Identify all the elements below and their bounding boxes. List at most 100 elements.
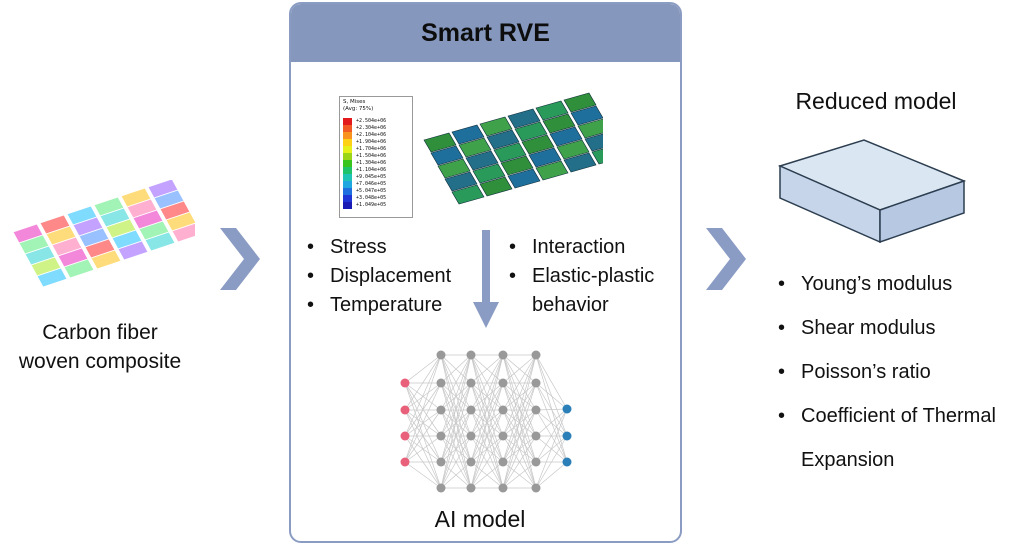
ai-model-label: AI model: [434, 506, 526, 532]
bullet-shear-modulus: Shear modulus: [778, 306, 996, 350]
legend-row: +9.045e+05: [343, 174, 386, 181]
panel-header: Smart RVE: [291, 4, 680, 62]
woven-composite-image: [12, 180, 195, 288]
legend-title-line-2: (Avg: 75%): [343, 106, 374, 112]
bullet-poissons-ratio: Poisson’s ratio: [778, 350, 996, 394]
mesh-tile: [479, 116, 513, 137]
legend-value: +2.104e+06: [356, 132, 387, 138]
legend-row: +1.904e+06: [343, 139, 386, 146]
legend-value: +1.904e+06: [356, 139, 387, 145]
mesh-tile: [563, 152, 597, 173]
mesh-tile: [584, 133, 603, 152]
nn-node: [436, 350, 446, 360]
nn-node: [400, 378, 410, 388]
mesh-tile: [542, 113, 576, 134]
nn-node: [531, 350, 541, 360]
weave-tile: [171, 222, 195, 243]
legend-value: +2.504e+06: [356, 118, 387, 124]
caption-line-1: Carbon fiber: [42, 321, 158, 344]
nn-node: [498, 431, 508, 441]
bullet-behavior-continued: behavior: [532, 294, 609, 316]
nn-node: [498, 457, 508, 467]
nn-node: [436, 457, 446, 467]
nn-node: [498, 405, 508, 415]
mesh-tile: [535, 100, 569, 121]
bullet-cte-continued: Expansion: [801, 449, 895, 471]
legend-row: +1.049e+05: [343, 202, 386, 209]
mesh-tile: [493, 142, 527, 163]
legend-value: +5.047e+05: [356, 188, 387, 194]
nn-node: [531, 431, 541, 441]
nn-node: [400, 431, 410, 441]
legend-swatch: [343, 153, 352, 160]
legend-swatch: [343, 174, 352, 181]
legend-swatch: [343, 118, 352, 125]
bullet-cte: Coefficient of Thermal: [778, 394, 996, 438]
legend-swatch: [343, 167, 352, 174]
mesh-tile: [444, 171, 478, 192]
bullets-properties: Young’s modulus Shear modulus Poisson’s …: [778, 262, 996, 482]
bullet-interaction: Interaction: [509, 233, 654, 262]
nn-node: [436, 431, 446, 441]
legend-value: +3.048e+05: [356, 195, 387, 201]
reduced-model-slab: [778, 139, 967, 244]
mesh-tile: [472, 163, 506, 184]
nn-node: [436, 483, 446, 493]
legend-value: +2.304e+06: [356, 125, 387, 131]
nn-node: [498, 350, 508, 360]
mesh-tile: [577, 118, 603, 139]
legend-swatch: [343, 125, 352, 132]
nn-node: [531, 405, 541, 415]
mesh-tile: [486, 129, 520, 150]
left-caption: Carbon fiber woven composite: [0, 318, 200, 376]
nn-node: [466, 378, 476, 388]
weave-tile: [90, 249, 122, 270]
legend-swatch: [343, 160, 352, 167]
mesh-tile: [535, 160, 569, 181]
nn-node: [562, 431, 572, 441]
nn-node: [531, 483, 541, 493]
bullet-displacement: Displacement: [307, 262, 451, 291]
legend-value: +1.304e+06: [356, 160, 387, 166]
mesh-tile: [430, 145, 464, 166]
weave-tile: [165, 211, 195, 232]
nn-node: [466, 405, 476, 415]
legend-value: +7.046e+05: [356, 181, 387, 187]
nn-node: [498, 378, 508, 388]
nn-node: [466, 457, 476, 467]
weave-tile: [63, 258, 95, 279]
nn-node: [531, 457, 541, 467]
nn-node: [531, 378, 541, 388]
down-arrow-icon: [473, 230, 499, 328]
nn-node: [466, 431, 476, 441]
mesh-tile: [591, 148, 603, 165]
nn-node: [436, 378, 446, 388]
legend-value: +1.049e+05: [356, 202, 387, 208]
bullets-left: Stress Displacement Temperature: [307, 233, 451, 320]
panel-title: Smart RVE: [421, 18, 550, 47]
mesh-tile: [479, 176, 513, 197]
caption-line-2: woven composite: [18, 350, 182, 373]
reduced-model-title: Reduced model: [795, 88, 957, 114]
mesh-tile: [507, 108, 541, 129]
weave-tile: [117, 240, 149, 261]
legend-rows: +2.504e+06+2.304e+06+2.104e+06+1.904e+06…: [343, 118, 386, 209]
legend-row: +3.048e+05: [343, 195, 386, 202]
legend-row: +1.704e+06: [343, 146, 386, 153]
mesh-tile: [570, 105, 603, 126]
mesh-tile: [500, 155, 534, 176]
nn-node: [562, 457, 572, 467]
chevron-right-icon-left: [220, 228, 260, 290]
legend-swatch: [343, 146, 352, 153]
rve-mesh-image: [423, 92, 603, 205]
mesh-tile: [458, 137, 492, 158]
mesh-tile: [528, 147, 562, 168]
legend-row: +1.304e+06: [343, 160, 386, 167]
legend-swatch: [343, 139, 352, 146]
legend-value: +9.045e+05: [356, 174, 387, 180]
mesh-tile: [556, 139, 590, 160]
legend-swatch: [343, 202, 352, 209]
mesh-tile: [563, 92, 597, 113]
bullet-youngs-modulus: Young’s modulus: [778, 262, 996, 306]
legend-swatch: [343, 188, 352, 195]
